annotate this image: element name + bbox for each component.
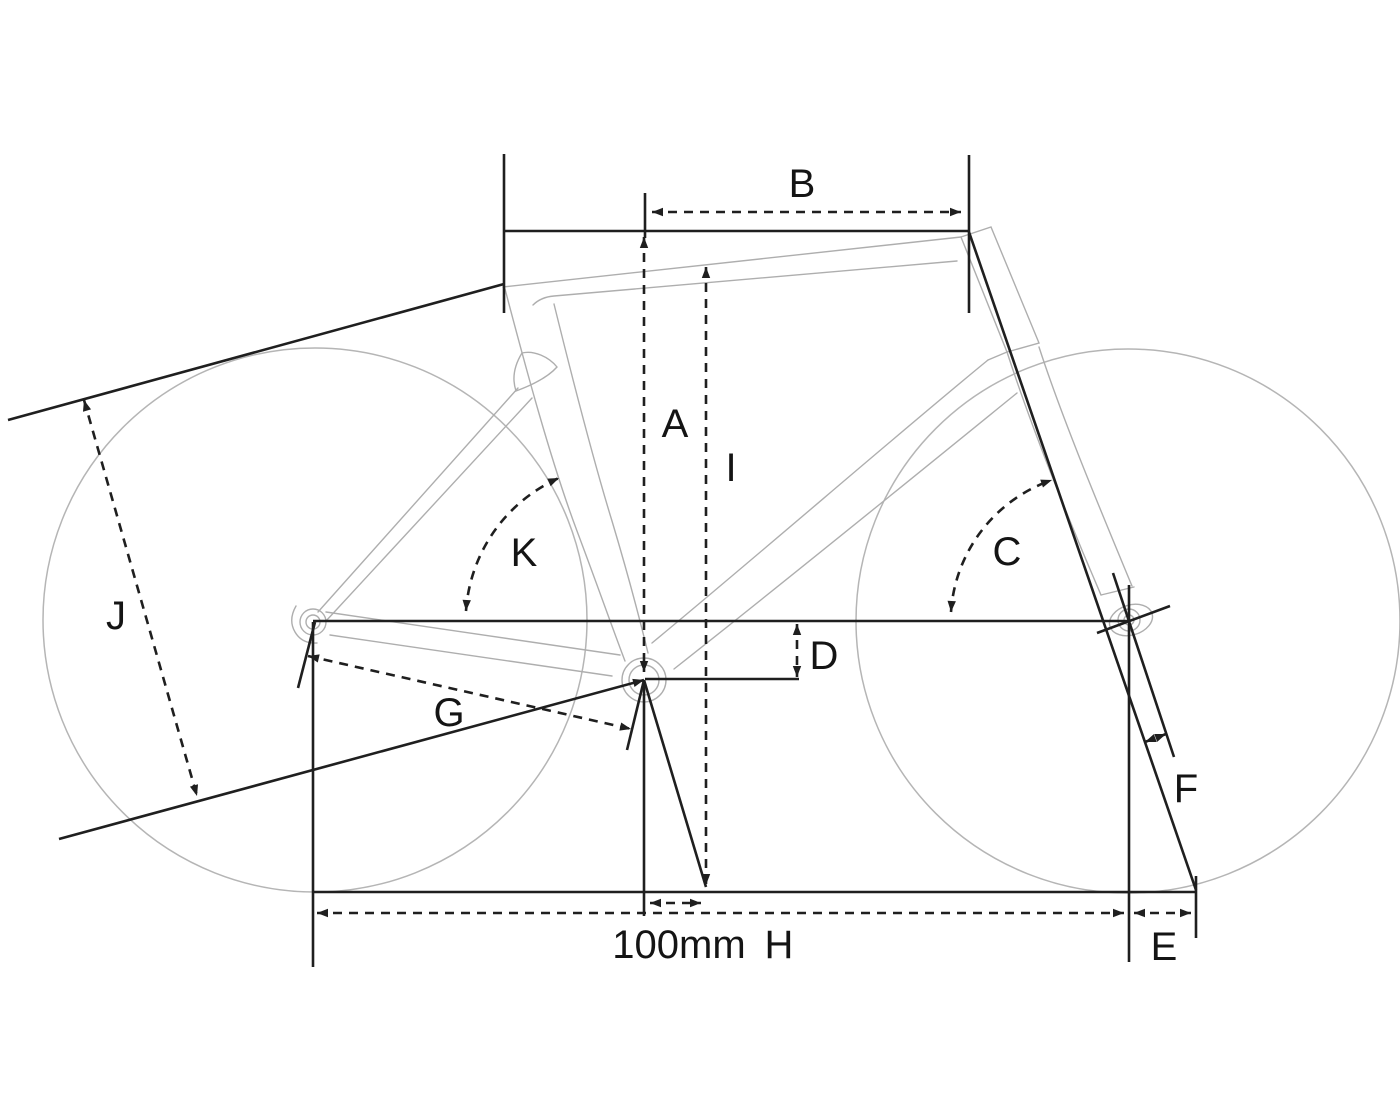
seat-stay-upper-edge (317, 387, 519, 613)
seat-tube-right-edge (553, 303, 649, 654)
seat-stay-wing (513, 351, 558, 392)
label-h: H (765, 923, 794, 967)
label-g: G (433, 691, 464, 735)
dimension-lines (7, 154, 1198, 967)
top-tube-upper-edge (502, 236, 962, 288)
front-hub-perpendicular-tick (1096, 604, 1171, 635)
label-b: B (789, 162, 816, 206)
label-100mm: 100mm (612, 923, 745, 967)
steering-axis-line (967, 231, 1198, 891)
label-c: C (993, 530, 1022, 574)
top-tube-lower-edge (532, 260, 958, 306)
standover-diagonal-line (642, 679, 708, 888)
label-k: K (511, 531, 538, 575)
dim-g-rear-tick (296, 621, 317, 689)
fork-offset-parallel-line (1111, 572, 1176, 758)
label-a: A (662, 402, 689, 446)
dim-c-angle-arc (947, 478, 1053, 613)
dim-f-line (1144, 732, 1167, 744)
upper-tangent-line (7, 282, 505, 422)
label-i: I (725, 446, 736, 490)
dim-g-bb-tick (625, 679, 646, 751)
label-f: F (1174, 767, 1198, 811)
label-e: E (1151, 925, 1178, 969)
label-d: D (810, 634, 839, 678)
fork-blade-right-edge (1038, 346, 1133, 587)
dimension-labels: A B C D E F G H I J K 100mm (106, 162, 1198, 969)
dim-g-line (307, 654, 632, 731)
down-tube-lower-edge (673, 392, 1018, 670)
down-tube-head-junction (987, 351, 1008, 361)
seat-tube-left-edge (504, 288, 626, 662)
chain-stay-upper-edge (325, 611, 621, 656)
label-j: J (106, 594, 126, 638)
dim-j-line (82, 399, 199, 797)
frame-outline (291, 226, 1154, 703)
lower-tangent-line (58, 678, 645, 841)
dim-k-angle-arc (462, 476, 560, 612)
seat-stay-lower-edge (325, 397, 533, 622)
down-tube-upper-edge (651, 359, 989, 644)
head-tube (960, 226, 1040, 353)
